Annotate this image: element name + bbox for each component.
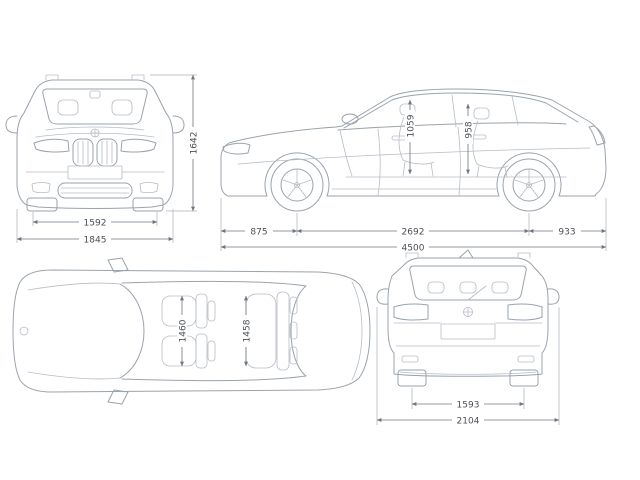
rear-taillights [393,303,543,321]
rear-side-mirrors [376,288,560,305]
grille-slats [77,140,113,165]
rear-left-wheel [397,369,427,387]
front-roof-rails [45,74,145,81]
front-side-mirrors [5,115,185,134]
rear-view-dimensions: 1593 2104 [376,307,560,427]
rear-right-wheel [509,369,539,387]
side-headlight [222,142,251,155]
top-rear-bench [245,291,298,371]
side-rear-seat [472,107,509,178]
side-front-seat [398,103,435,177]
front-fog-lights [31,182,159,194]
dim-front-height: 1642 [190,132,200,155]
top-windshield-arc [119,283,145,379]
rear-roof-rails [405,252,531,259]
side-greenhouse [343,92,579,129]
rear-headrest-left [427,281,445,294]
rear-view: 1593 2104 [376,249,560,427]
top-hood-lines [27,282,121,380]
side-pillars [451,94,519,128]
side-extension-lines [220,198,607,251]
top-left-mirror [107,257,129,273]
side-front-wheel [270,158,324,212]
side-door-seams [377,126,461,196]
dim-rear-track: 1593 [457,401,480,411]
side-view-dimensions: 1059 958 875 2692 933 4500 [220,99,607,254]
top-view-body [12,257,371,405]
side-rear-wheel [502,158,556,212]
rear-extension-lines [376,307,560,425]
front-lower-intake [57,182,133,199]
front-left-headrest [57,99,79,116]
side-body-outline [220,88,607,197]
rear-body-outline [387,257,549,377]
rear-license-plate [440,323,496,340]
front-right-wheel [132,197,164,212]
front-view: 1592 1845 1642 [5,74,200,246]
rear-bumper-lower-edge [399,371,537,375]
side-view: 1059 958 875 2692 933 4500 [220,88,607,254]
side-taillight [588,125,606,146]
top-right-mirror [107,389,129,405]
front-view-dimensions: 1592 1845 1642 [16,74,200,246]
top-body-outline [12,269,371,393]
front-windshield [42,88,148,125]
front-right-headrest [111,99,133,116]
rear-right-reflector [517,355,535,363]
dim-side-interior-rear: 958 [465,121,475,138]
dim-front-overall-width: 1845 [84,236,107,246]
front-left-wheel [26,197,58,212]
side-mirror [341,113,359,125]
front-kidney-grille [72,138,118,167]
front-intake-slats [60,187,130,194]
front-view-body [5,74,185,212]
rear-headrest-right [491,281,509,294]
bmw-roundel-icon [90,128,100,138]
top-front-seats [161,293,216,369]
dim-side-overall-length: 4500 [402,244,425,254]
dim-side-interior-front: 1059 [407,114,417,137]
rear-roundel-icon [463,307,473,317]
rear-antenna-fin [458,249,474,259]
top-roof-side-lines [121,280,307,382]
side-view-body [220,88,607,212]
front-extension-lines [16,74,197,243]
side-beltline [337,122,567,131]
top-rear-hatch-arc [351,281,363,381]
front-body-outline [16,79,174,209]
dim-side-wheelbase: 2692 [402,228,425,238]
top-rear-window-arc [290,285,307,377]
top-view-dimensions: 1460 1458 [177,295,253,367]
rear-wiper [467,285,487,301]
front-license-plate [67,165,123,180]
rear-tailgate-seams [393,322,543,347]
dim-front-track: 1592 [84,219,107,229]
dim-top-interior-rear-width: 1458 [243,319,253,342]
rear-view-body [376,249,560,387]
front-headlights [33,138,157,153]
side-dashboard-line [339,129,353,177]
side-character-line [237,147,591,165]
rear-window [409,265,527,301]
top-view: 1460 1458 [12,257,371,405]
dim-side-rear-overhang: 933 [558,228,575,238]
dim-side-front-overhang: 875 [250,228,267,238]
dim-rear-width-incl-mirrors: 2104 [457,417,480,427]
rear-headrest-center [459,281,477,294]
front-interior-mirror [89,90,101,99]
dim-top-interior-front-width: 1460 [179,319,189,342]
rear-left-reflector [401,355,419,363]
top-hood-roundel-icon [19,326,29,336]
